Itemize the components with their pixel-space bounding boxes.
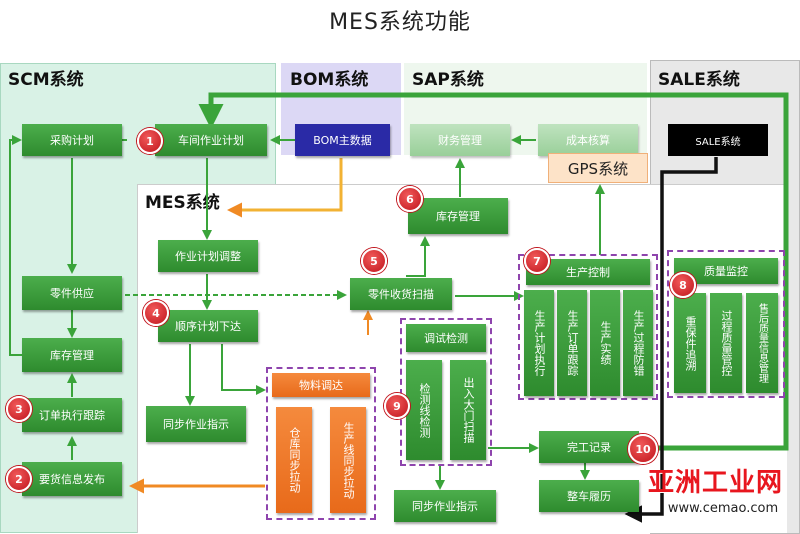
parts-receive-box: 零件收货扫描	[350, 278, 452, 310]
badge-1: 1	[137, 128, 163, 154]
line-pull-box: 生产线同步拉动	[330, 407, 366, 513]
badge-9: 9	[384, 393, 410, 419]
prod-plan-exec-box: 生产计划执行	[524, 290, 554, 396]
debug-inspect-box: 调试检测	[406, 324, 486, 352]
sap-zone-label: SAP系统	[412, 70, 484, 90]
completion-box: 完工记录	[539, 431, 639, 463]
cost-box: 成本核算	[538, 124, 638, 156]
prod-actual-box: 生产实绩	[590, 290, 620, 396]
sequence-plan-box: 顺序计划下达	[158, 310, 258, 342]
sale-link-line	[624, 157, 718, 523]
badge-7: 7	[524, 248, 550, 274]
material-dispatch-box: 物料调达	[272, 373, 370, 397]
gate-scan-box: 出入大门扫描	[450, 360, 486, 460]
sale-system-box: SALE系统	[668, 124, 768, 156]
sync-work-2-box: 同步作业指示	[394, 490, 496, 522]
process-quality-box: 过程质量管控	[710, 293, 742, 393]
page-title: MES系统功能	[329, 10, 471, 35]
workshop-plan-box: 车间作业计划	[155, 124, 267, 156]
vehicle-history-box: 整车履历	[539, 480, 639, 512]
badge-4: 4	[143, 300, 169, 326]
badge-10: 10	[628, 434, 658, 464]
bom-zone-label: BOM系统	[290, 70, 369, 90]
material-dispatch-group	[266, 367, 376, 520]
quality-monitor-group	[667, 250, 785, 398]
watermark-logo: 亚洲工业网 www.cemao.com	[648, 462, 798, 522]
finance-box: 财务管理	[410, 124, 510, 156]
debug-inspect-group	[400, 318, 492, 466]
bom-master-box: BOM主数据	[295, 124, 390, 156]
scm-inventory-box: 库存管理	[22, 338, 122, 372]
badge-5: 5	[361, 248, 387, 274]
prod-order-track-box: 生产订单跟踪	[557, 290, 587, 396]
watermark-url: www.cemao.com	[667, 501, 779, 516]
inventory-sap-box: 库存管理	[408, 198, 508, 234]
badge-6: 6	[397, 186, 423, 212]
badge-3: 3	[6, 396, 32, 422]
badge-8: 8	[670, 272, 696, 298]
badge-2: 2	[6, 466, 32, 492]
order-tracking-box: 订单执行跟踪	[22, 398, 122, 432]
warehouse-pull-box: 仓库同步拉动	[276, 407, 312, 513]
purchase-plan-box: 采购计划	[22, 124, 122, 156]
sale-zone-label: SALE系统	[658, 70, 740, 90]
scm-zone-label: SCM系统	[8, 70, 84, 90]
parts-supply-box: 零件供应	[22, 276, 122, 310]
after-sales-quality-box: 售后质量信息管理	[746, 293, 778, 393]
shipping-info-box: 要货信息发布	[22, 462, 122, 496]
key-parts-trace-box: 重保件追溯	[674, 293, 706, 393]
production-control-group	[518, 254, 658, 400]
prod-error-proof-box: 生产过程防错	[623, 290, 653, 396]
mes-zone-label: MES系统	[145, 193, 220, 213]
watermark-text: 亚洲工业网	[648, 468, 784, 498]
feedback-loop-line	[198, 92, 789, 451]
inspect-line-box: 检测线检测	[406, 360, 442, 460]
plan-adjust-box: 作业计划调整	[158, 240, 258, 272]
gps-box: GPS系统	[548, 153, 648, 183]
sync-work-1-box: 同步作业指示	[146, 406, 246, 442]
